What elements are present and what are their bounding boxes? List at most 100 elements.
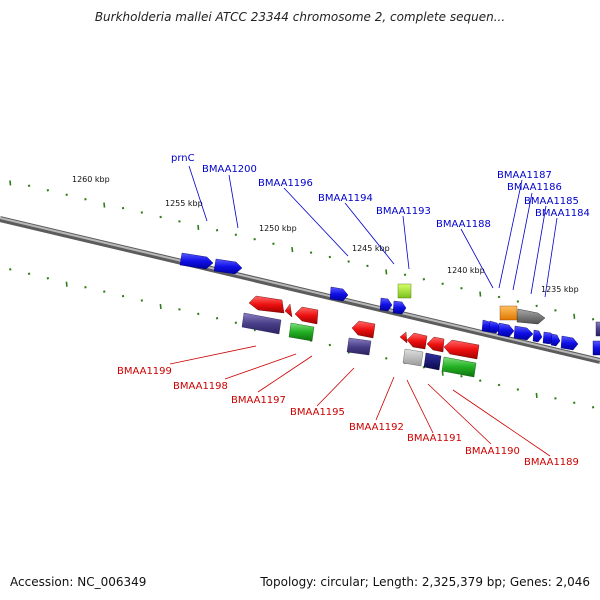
gene-label-BMAA1189[interactable]: BMAA1189 bbox=[524, 457, 579, 468]
major-tick bbox=[535, 392, 538, 398]
minor-tick bbox=[347, 260, 350, 263]
minor-tick bbox=[84, 285, 87, 289]
gene-feature[interactable] bbox=[441, 356, 477, 378]
gene-feature[interactable] bbox=[294, 306, 319, 325]
gene-feature[interactable] bbox=[241, 312, 282, 335]
major-tick bbox=[159, 303, 162, 310]
major-tick bbox=[9, 180, 12, 186]
gene-feature[interactable] bbox=[550, 333, 561, 347]
gene-feature[interactable] bbox=[179, 252, 214, 270]
minor-tick bbox=[422, 278, 426, 281]
gene-feature[interactable] bbox=[406, 332, 428, 350]
gene-label-BMAA1193[interactable]: BMAA1193 bbox=[376, 206, 431, 217]
gene-label-prnC[interactable]: prnC bbox=[171, 153, 195, 164]
minor-tick bbox=[460, 374, 463, 378]
gene-label-BMAA1198[interactable]: BMAA1198 bbox=[173, 381, 228, 392]
minor-tick bbox=[27, 184, 31, 188]
minor-tick bbox=[140, 211, 144, 214]
minor-tick bbox=[328, 343, 332, 347]
gene-feature[interactable] bbox=[426, 336, 445, 353]
minor-tick bbox=[591, 406, 595, 409]
minor-tick bbox=[159, 215, 162, 219]
gene-feature[interactable] bbox=[497, 322, 515, 338]
minor-tick bbox=[479, 379, 482, 382]
major-tick bbox=[573, 313, 576, 319]
gene-feature[interactable] bbox=[379, 297, 393, 312]
minor-tick bbox=[441, 282, 444, 285]
gene-feature[interactable] bbox=[592, 340, 600, 356]
gene-feature[interactable] bbox=[248, 295, 285, 314]
minor-tick bbox=[140, 299, 144, 302]
scale-label-1255: 1255 kbp bbox=[165, 199, 203, 208]
gene-feature[interactable] bbox=[513, 325, 534, 341]
gene-label-BMAA1184[interactable]: BMAA1184 bbox=[535, 208, 590, 219]
gene-feature[interactable] bbox=[346, 337, 372, 356]
gene-label-BMAA1199[interactable]: BMAA1199 bbox=[117, 366, 172, 377]
scale-ticks bbox=[9, 180, 595, 409]
minor-tick bbox=[46, 277, 50, 280]
scale-label-1260: 1260 kbp bbox=[72, 175, 110, 184]
minor-tick bbox=[253, 237, 256, 241]
gene-feature[interactable] bbox=[402, 348, 424, 367]
gene-label-BMAA1194[interactable]: BMAA1194 bbox=[318, 193, 373, 204]
gene-feature[interactable] bbox=[516, 308, 546, 325]
gene-feature[interactable] bbox=[499, 305, 518, 321]
gene-label-BMAA1196[interactable]: BMAA1196 bbox=[258, 178, 313, 189]
gene-feature[interactable] bbox=[423, 352, 442, 371]
gene-feature[interactable] bbox=[284, 303, 293, 318]
gene-label-BMAA1190[interactable]: BMAA1190 bbox=[465, 446, 520, 457]
gene-label-BMAA1197[interactable]: BMAA1197 bbox=[231, 395, 286, 406]
top-gene-labels: prnC BMAA1200 BMAA1196 BMAA1194 BMAA1193… bbox=[171, 153, 590, 230]
minor-tick bbox=[121, 206, 125, 210]
minor-tick bbox=[121, 294, 125, 298]
top-leader-lines bbox=[188, 165, 558, 298]
gene-label-BMAA1192[interactable]: BMAA1192 bbox=[349, 422, 404, 433]
scale-label-1250: 1250 kbp bbox=[259, 224, 297, 233]
minor-tick bbox=[84, 197, 87, 201]
gene-feature[interactable] bbox=[560, 335, 579, 351]
minor-tick bbox=[535, 304, 538, 308]
gene-label-BMAA1185[interactable]: BMAA1185 bbox=[524, 196, 579, 207]
bottom-leader-lines bbox=[169, 345, 551, 457]
gene-feature[interactable] bbox=[595, 321, 600, 337]
gene-label-BMAA1200[interactable]: BMAA1200 bbox=[202, 164, 257, 175]
major-tick bbox=[291, 247, 294, 253]
gene-feature[interactable] bbox=[399, 331, 408, 344]
major-tick bbox=[65, 281, 68, 287]
reverse-genes bbox=[241, 295, 480, 378]
major-tick bbox=[197, 224, 200, 230]
gene-label-BMAA1195[interactable]: BMAA1195 bbox=[290, 407, 345, 418]
minor-tick bbox=[554, 309, 557, 312]
gene-label-BMAA1188[interactable]: BMAA1188 bbox=[436, 219, 491, 230]
minor-tick bbox=[328, 255, 332, 259]
minor-tick bbox=[309, 251, 313, 254]
gene-feature[interactable] bbox=[392, 300, 407, 315]
major-tick bbox=[441, 370, 444, 376]
minor-tick bbox=[460, 286, 463, 290]
gene-feature[interactable] bbox=[351, 320, 376, 339]
minor-tick bbox=[422, 366, 426, 369]
minor-tick bbox=[178, 220, 181, 223]
gene-feature[interactable] bbox=[213, 258, 243, 275]
gene-feature[interactable] bbox=[443, 339, 480, 360]
gene-feature[interactable] bbox=[329, 286, 349, 302]
minor-tick bbox=[366, 264, 369, 268]
gene-feature[interactable] bbox=[288, 322, 315, 342]
gene-label-BMAA1187[interactable]: BMAA1187 bbox=[497, 170, 552, 181]
minor-tick bbox=[385, 357, 388, 360]
gene-label-BMAA1186[interactable]: BMAA1186 bbox=[507, 182, 562, 193]
map-title: Burkholderia mallei ATCC 23344 chromosom… bbox=[94, 10, 506, 24]
minor-tick bbox=[197, 312, 200, 316]
minor-tick bbox=[591, 318, 595, 321]
minor-tick bbox=[234, 233, 238, 237]
scale-labels: 1260 kbp 1255 kbp 1250 kbp 1245 kbp 1240… bbox=[72, 175, 579, 294]
gene-feature[interactable] bbox=[532, 329, 543, 343]
forward-genes bbox=[179, 252, 600, 356]
bottom-gene-labels: BMAA1199 BMAA1198 BMAA1197 BMAA1195 BMAA… bbox=[117, 366, 579, 468]
scale-label-1235: 1235 kbp bbox=[541, 285, 579, 294]
minor-tick bbox=[272, 242, 275, 245]
gene-feature[interactable] bbox=[397, 283, 412, 299]
minor-tick bbox=[27, 272, 31, 276]
gene-label-BMAA1191[interactable]: BMAA1191 bbox=[407, 433, 462, 444]
